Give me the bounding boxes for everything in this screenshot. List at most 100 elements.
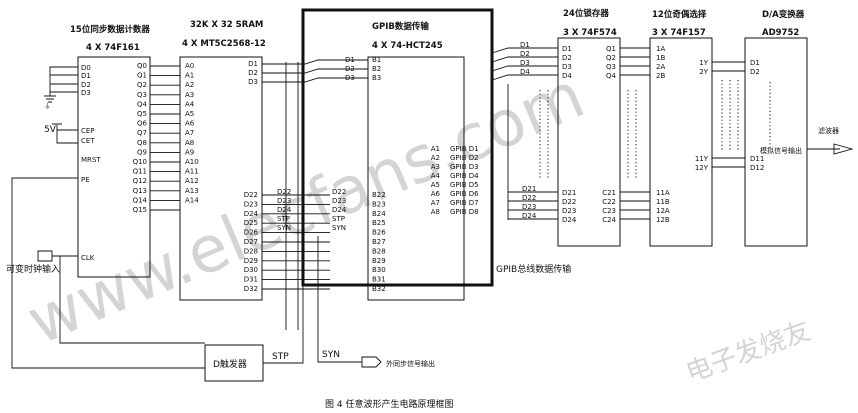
latch-pin-d4: D4	[562, 72, 572, 80]
selector-pin-12b: 12B	[656, 216, 670, 224]
gpib-pin-b24: B24	[372, 210, 386, 218]
gpib-left-label-d24: D24	[332, 206, 347, 214]
counter-pin-q7: Q7	[137, 129, 147, 137]
selector-pin-11b: 11B	[656, 198, 670, 206]
sram-pin-a4: A4	[185, 100, 195, 108]
gpib-to-latch-wire	[491, 74, 558, 81]
sram-pin-a6: A6	[185, 120, 195, 128]
gpib-pin-b25: B25	[372, 219, 386, 227]
latch-pin-q1: Q1	[606, 45, 616, 53]
gpib-left-label-stp: STP	[332, 215, 345, 223]
ground-symbol: ⏚	[44, 102, 51, 110]
latch-box	[557, 37, 621, 247]
gpib-pin-b30: B30	[372, 266, 386, 274]
gpib-pins: D1D2D3B1B2B3D22D23D24STPSYNB22B23B24B25B…	[332, 56, 479, 293]
sram-pin-d28: D28	[244, 247, 258, 255]
sram-box	[179, 56, 263, 301]
five-volt-wire	[52, 123, 78, 144]
dac-pin-d12: D12	[750, 164, 764, 172]
latch-part: 3 X 74F574	[563, 28, 617, 38]
counter-pin-d3: D3	[81, 89, 91, 97]
sram-to-gpib-wire	[262, 59, 368, 65]
sram-pin-d3: D3	[248, 78, 258, 86]
latch-pin-d23: D23	[562, 207, 576, 215]
gpib-pin-b3: B3	[372, 74, 381, 82]
sram-pin-a11: A11	[185, 168, 199, 176]
sram-part: 4 X MT5C2568-12	[182, 39, 266, 49]
sram-pin-d1: D1	[248, 60, 258, 68]
counter-title: 15位同步数据计数器	[70, 24, 150, 35]
counter-pin-q10: Q10	[133, 158, 147, 166]
gpib-bus-pin-3: GPIB D3	[450, 163, 479, 171]
latch-in-label-d22: D22	[522, 194, 536, 202]
sram-pin-a5: A5	[185, 110, 194, 118]
latch-in-label-d24: D24	[522, 212, 537, 220]
selector-pin-2y: 2Y	[699, 68, 708, 76]
dac-pin-d1: D1	[750, 59, 760, 67]
gpib-pin-a2: A2	[431, 154, 440, 162]
latch-pin-d24: D24	[562, 216, 577, 224]
latch-out-label-c24: C24	[602, 216, 616, 224]
gpib-pin-b27: B27	[372, 238, 386, 246]
gpib-pin-a3: A3	[431, 163, 440, 171]
sram-title: 32K X 32 SRAM	[190, 20, 263, 30]
counter-pin-d0: D0	[81, 64, 91, 72]
gpib-box	[367, 56, 465, 301]
trigger-feedback-wire	[11, 177, 205, 369]
sram-out-label-d22: D22	[277, 188, 291, 196]
gpib-bus-pin-7: GPIB D7	[450, 199, 479, 207]
latch-pin-q3: Q3	[606, 63, 616, 71]
gpib-to-latch-wire	[491, 47, 558, 54]
sram-pin-a0: A0	[185, 62, 194, 70]
sram-bus-wires	[285, 62, 299, 330]
counter-pin-q11: Q11	[133, 168, 147, 176]
gpib-left-label-d2: D2	[345, 65, 355, 73]
latch-in-label-d4: D4	[520, 68, 530, 76]
gpib-to-latch-wire	[491, 56, 558, 63]
sram-out-label-syn: SYN	[277, 224, 291, 232]
latch-in-label-d23: D23	[522, 203, 536, 211]
gpib-pin-a6: A6	[431, 190, 441, 198]
gpib-pin-b32: B32	[372, 285, 386, 293]
selector-pin-11a: 11A	[656, 189, 670, 197]
latch-out-label-c23: C23	[602, 207, 616, 215]
gpib-pin-a1: A1	[431, 145, 440, 153]
gpib-block: GPIB数据传输 4 X 74-HCT245 D1D2D3B1B2B3D22D2…	[332, 21, 479, 301]
clock-input-label: 可变时钟输入	[6, 263, 60, 275]
ext-sync-label: 外同步信号输出	[386, 359, 435, 368]
sram-pin-a2: A2	[185, 81, 194, 89]
gpib-part: 4 X 74-HCT245	[372, 41, 443, 51]
gpib-bus-pin-4: GPIB D4	[450, 172, 479, 180]
counter-pin-q0: Q0	[137, 62, 147, 70]
sram-pin-d26: D26	[244, 229, 259, 237]
counter-pin-pe: PE	[81, 176, 90, 184]
gpib-pin-b29: B29	[372, 257, 386, 265]
counter-pin-q5: Q5	[137, 110, 147, 118]
gpib-pin-b1: B1	[372, 56, 381, 64]
selector-pin-2a: 2A	[656, 63, 665, 71]
sram-pin-d32: D32	[244, 285, 258, 293]
dac-pin-d11: D11	[750, 155, 764, 163]
gpib-pin-b22: B22	[372, 191, 386, 199]
sram-pin-a13: A13	[185, 187, 199, 195]
counter-pin-q1: Q1	[137, 72, 147, 80]
counter-pin-mrst: MRST	[81, 156, 101, 164]
counter-box	[77, 56, 151, 278]
gpib-pin-b31: B31	[372, 276, 386, 284]
counter-pin-q14: Q14	[133, 196, 148, 204]
gpib-to-latch-wire	[491, 65, 558, 72]
gpib-bus-pin-1: GPIB D1	[450, 145, 479, 153]
gpib-left-label-d23: D23	[332, 197, 346, 205]
latch-in-label-d21: D21	[522, 185, 536, 193]
stp-label: STP	[272, 352, 289, 362]
syn-wire	[317, 236, 362, 363]
sram-to-gpib-wire	[262, 77, 368, 83]
gpib-pin-b23: B23	[372, 200, 386, 208]
gpib-pin-b28: B28	[372, 247, 386, 255]
